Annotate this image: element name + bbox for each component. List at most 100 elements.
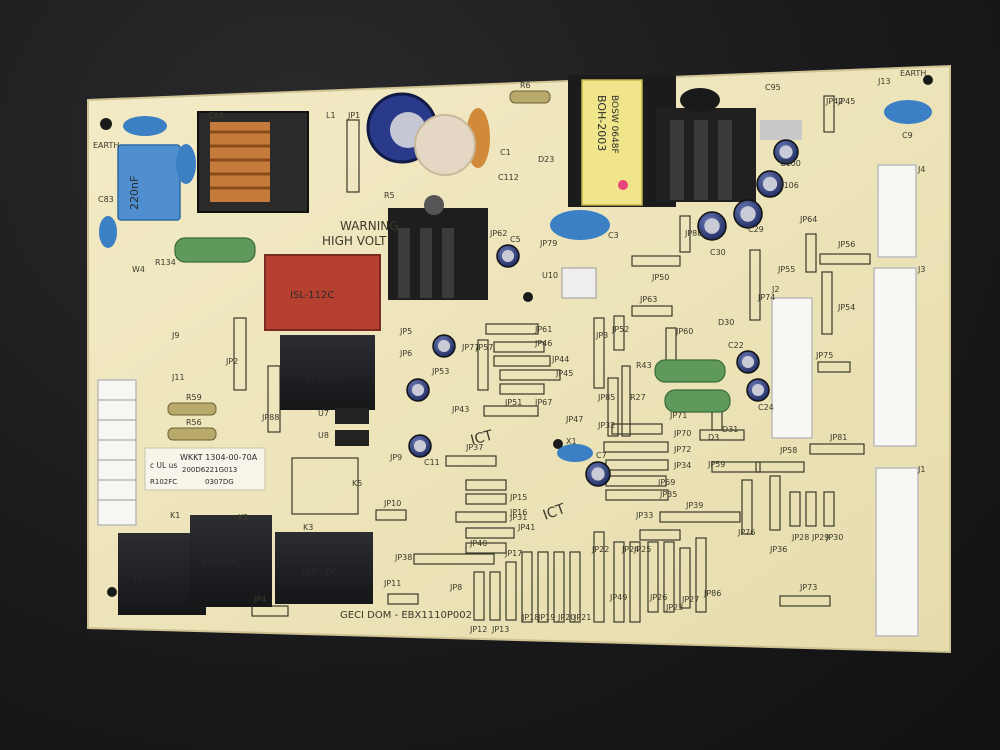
designator-label: JP2 (225, 357, 238, 366)
designator-label: R5 (384, 191, 395, 200)
designator-label: JP72 (673, 445, 691, 454)
jumper-outline (493, 355, 551, 367)
designator-label: JP26 (649, 593, 667, 602)
designator-label: K2 (238, 513, 248, 522)
designator-label: C24 (758, 403, 774, 412)
capacitor-top (762, 176, 778, 192)
designator-label: JP46 (534, 339, 552, 348)
designator-label: JP15 (509, 493, 527, 502)
designator-label: K5 (352, 479, 362, 488)
jumper-outline (809, 443, 865, 455)
designator-label: C83 (98, 195, 114, 204)
designator-label: JP67 (534, 398, 552, 407)
designator-label: JP23 (665, 603, 683, 612)
jumper-outline (465, 527, 515, 539)
sticker-mark: c UL us (150, 461, 177, 470)
designator-label: JP36 (769, 545, 787, 554)
designator-label: JP38 (394, 553, 412, 562)
designator-label: JP79 (539, 239, 557, 248)
jumper-outline (711, 461, 761, 473)
designator-label: JP4 (253, 595, 266, 604)
designator-label: JP20 (557, 613, 575, 622)
designator-label: JP57 (475, 343, 493, 352)
designator-label: X1 (566, 437, 577, 446)
jumper-outline (445, 455, 497, 467)
jumper-outline (499, 383, 545, 395)
jumper-outline (819, 253, 871, 265)
jumper-outline (455, 511, 507, 523)
connector-j2 (771, 297, 813, 439)
designator-label: JP31 (509, 513, 527, 522)
electrolytic-large (366, 92, 476, 176)
capacitor-top (411, 383, 425, 397)
designator-label: U7 (318, 409, 329, 418)
designator-label: JP6 (399, 349, 412, 358)
board-part-number: GECI DOM - EBX1110P002 (340, 610, 472, 621)
designator-label: C95 (765, 83, 781, 92)
designator-label: JP25 (633, 545, 651, 554)
jumper-outline (659, 511, 741, 523)
designator-label: JP16 (509, 508, 527, 517)
warning-line-2: HIGH VOLT (322, 234, 387, 248)
relay-k2: 12V~DC (190, 515, 272, 607)
jumper-outline (631, 255, 681, 267)
designator-label: JP77 (461, 343, 479, 352)
jumper-outline (607, 377, 619, 437)
jumper-outlines (233, 95, 871, 623)
jumper-outline (805, 491, 817, 527)
warning-line-1: WARNING (340, 219, 399, 233)
jumper-outline (805, 233, 817, 273)
earth-label-left: EARTH (93, 141, 119, 150)
designator-label: JP44 (551, 355, 569, 364)
designator-label: JP22 (591, 545, 609, 554)
relay-k7: 12V~DC (280, 335, 375, 410)
designator-label: JP73 (799, 583, 817, 592)
transformer: BOH-2003 BOSW 0648F (568, 75, 676, 207)
designator-label: JP74 (757, 293, 775, 302)
jumper-outline (779, 595, 831, 607)
x-capacitor-label: 220nF (128, 176, 141, 210)
designator-label: J2 (771, 285, 779, 294)
transformer-sublabel: BOSW 0648F (609, 95, 619, 154)
designator-label: K1 (170, 511, 180, 520)
jumper-outline (485, 323, 539, 335)
relay-k7-label: 12V~DC (305, 373, 343, 383)
designator-label: JP49 (609, 593, 627, 602)
jumper-outline (489, 571, 501, 621)
heatsink-left (388, 195, 488, 300)
designator-label: JP40 (469, 539, 487, 548)
capacitor-top (413, 439, 427, 453)
jumper-outline (789, 491, 801, 527)
capacitor-top (591, 467, 605, 481)
designator-label: JP62 (489, 229, 507, 238)
designator-label: K3 (303, 523, 313, 532)
mounting-hole (523, 292, 533, 302)
designator-label: JP10 (383, 499, 401, 508)
jumper-outline (663, 541, 675, 613)
jumper-outline (741, 479, 753, 535)
designator-label: JP85 (597, 393, 615, 402)
jumper-outline (477, 339, 489, 391)
jumper-outline (603, 441, 669, 453)
relay-k1-label: 12V~DC (132, 573, 170, 583)
heatsink-right (656, 88, 802, 202)
sticker-model: WKKT 1304-00-70A (180, 453, 258, 462)
ict-mark-1: ICT (469, 427, 495, 448)
designator-label: C30 (710, 248, 726, 257)
connector-j3 (873, 267, 917, 447)
designator-label: JP70 (673, 429, 691, 438)
mounting-hole (107, 587, 117, 597)
sticker-part: 200D6221G013 (182, 466, 237, 474)
capacitor-top (740, 206, 756, 222)
earth-label-right: EARTH (900, 69, 926, 78)
green-resistors (174, 237, 731, 413)
designator-label: JP33 (635, 511, 653, 520)
designator-label: JP28 (791, 533, 809, 542)
designator-label: R56 (186, 418, 202, 427)
designator-label: J13 (877, 77, 891, 86)
designator-label: JP61 (534, 325, 552, 334)
designator-label: JP53 (431, 367, 449, 376)
designator-label: C7 (596, 451, 607, 460)
designator-label: JP75 (815, 351, 833, 360)
jumper-outline (569, 551, 581, 623)
